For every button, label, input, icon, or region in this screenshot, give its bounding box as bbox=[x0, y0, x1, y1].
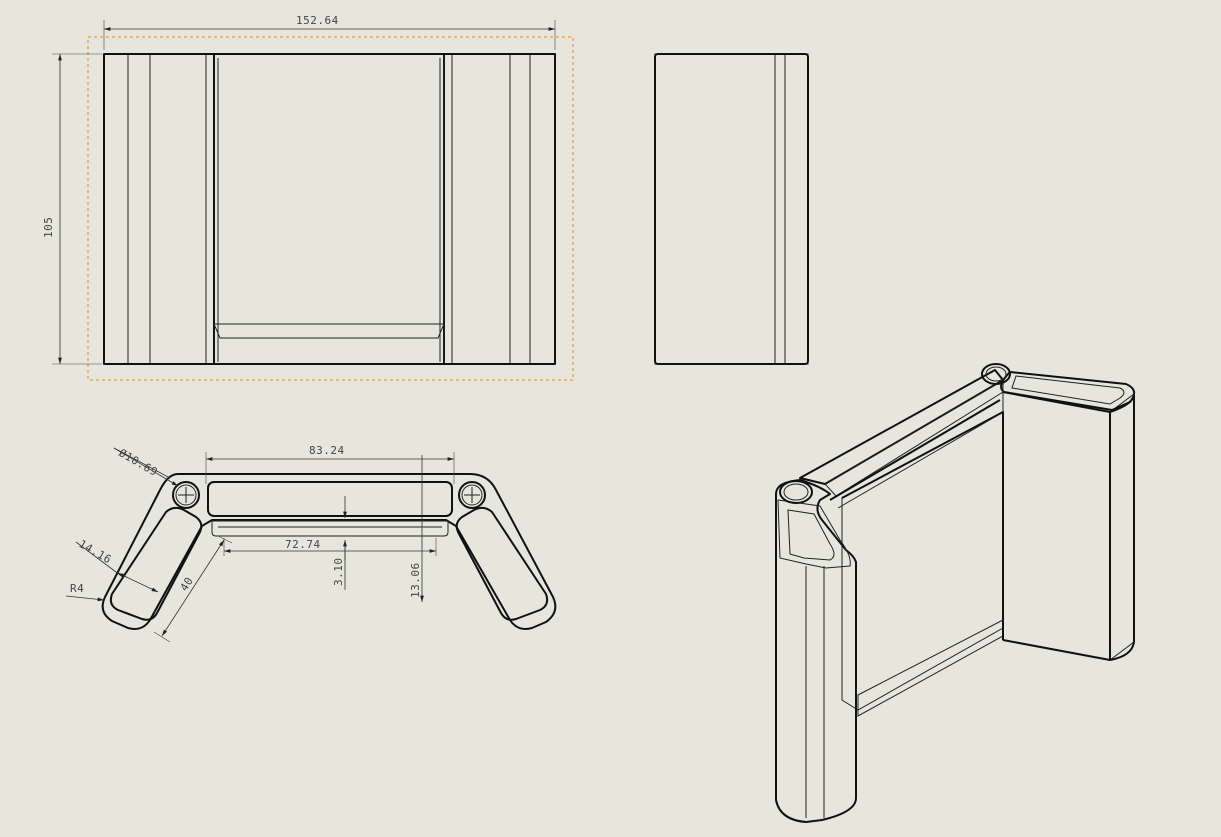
iso-back-bolt-hole bbox=[981, 363, 1011, 385]
section-view: Ø10.69 83.24 72.74 3.10 13.06 14.16 R4 4… bbox=[65, 444, 557, 643]
dim-side-width: 14.16 bbox=[77, 537, 114, 566]
iso-front-bolt-hole bbox=[779, 480, 813, 504]
iso-right-wing-face bbox=[1002, 391, 1111, 661]
isometric-view bbox=[775, 363, 1136, 823]
dim-overall-width: 152.64 bbox=[296, 14, 339, 27]
side-purple-face bbox=[784, 53, 809, 365]
selection-box bbox=[87, 36, 574, 381]
iso-center-panel bbox=[841, 411, 1004, 711]
right-bolt-hole bbox=[458, 481, 486, 509]
center-chamber bbox=[207, 481, 453, 517]
iso-left-pillar bbox=[775, 479, 857, 823]
center-panel bbox=[213, 53, 445, 365]
dim-side-length: 40 bbox=[178, 575, 197, 594]
dim-inner-width: 72.74 bbox=[285, 538, 321, 551]
dim-center-span: 83.24 bbox=[309, 444, 345, 457]
dim-radius: R4 bbox=[70, 582, 84, 595]
dim-lip-thickness: 3.10 bbox=[332, 558, 345, 587]
right-wing-chamber bbox=[455, 506, 549, 621]
dim-section-depth: 13.06 bbox=[409, 562, 422, 598]
dim-overall-height: 105 bbox=[42, 217, 55, 238]
left-wing-chamber bbox=[109, 506, 203, 621]
center-lip bbox=[213, 323, 445, 339]
right-light-purple-face bbox=[529, 53, 556, 365]
dim-diameter: Ø10.69 bbox=[117, 446, 161, 479]
left-purple-face bbox=[149, 53, 207, 365]
left-bolt-hole bbox=[172, 481, 200, 509]
side-view bbox=[654, 53, 809, 365]
front-view: 152.64 105 bbox=[42, 14, 574, 381]
